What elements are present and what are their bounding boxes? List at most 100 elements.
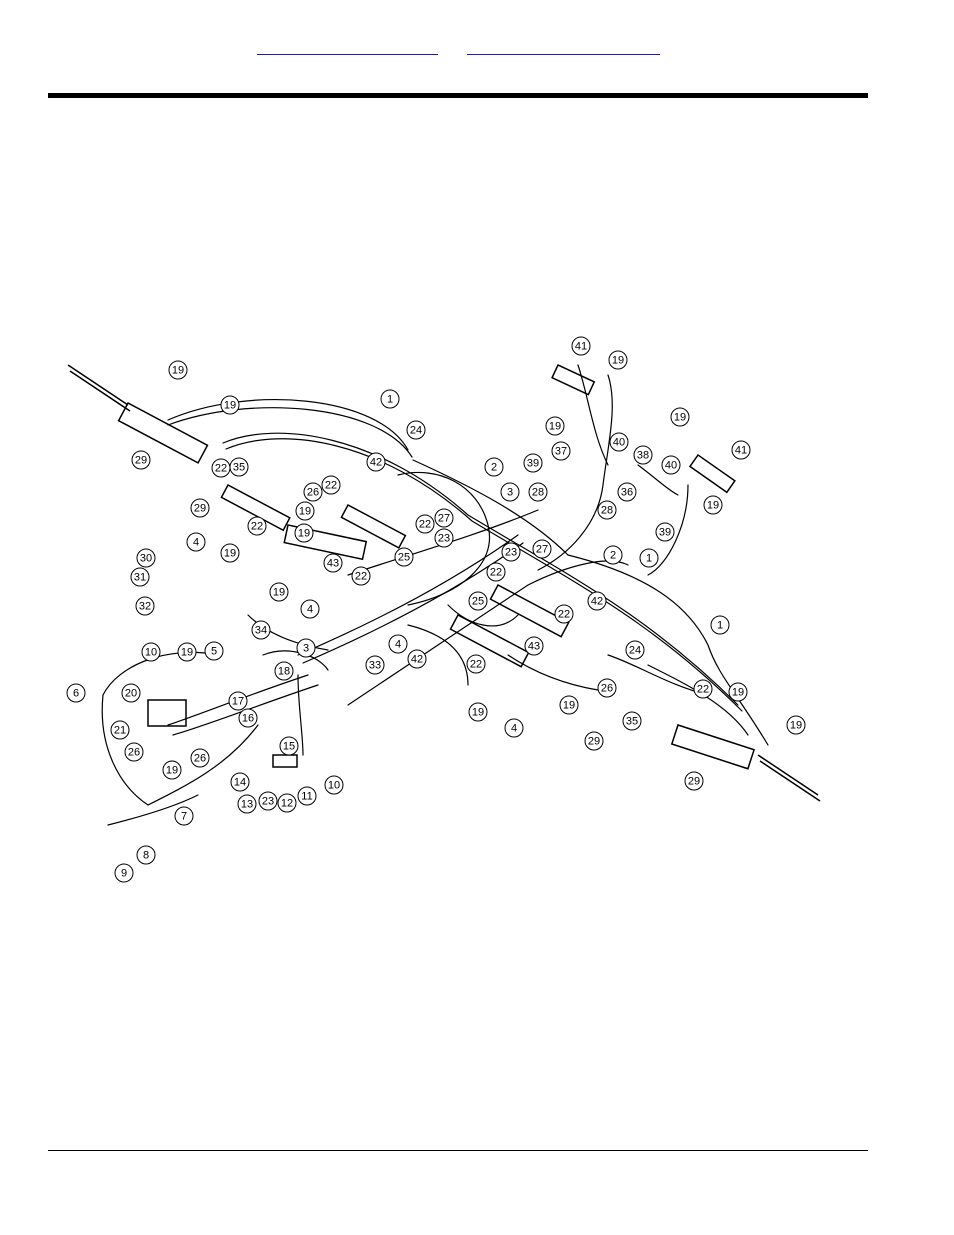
callout-23: 23: [258, 791, 278, 811]
callout-number: 35: [233, 462, 245, 474]
callout-number: 33: [369, 660, 381, 672]
callout-number: 11: [301, 791, 312, 803]
callout-29: 29: [190, 498, 210, 518]
callout-number: 35: [626, 716, 638, 728]
callout-22: 22: [247, 516, 267, 536]
callout-41: 41: [731, 440, 751, 460]
callout-number: 19: [181, 647, 193, 659]
callout-41: 41: [571, 336, 591, 356]
callout-number: 28: [532, 487, 544, 499]
callout-31: 31: [130, 567, 150, 587]
callout-number: 40: [613, 437, 625, 449]
callout-number: 22: [325, 480, 337, 492]
callout-27: 27: [434, 508, 454, 528]
callout-18: 18: [274, 661, 294, 681]
callout-6: 6: [66, 683, 86, 703]
callout-number: 19: [299, 506, 311, 518]
callout-15: 15: [279, 736, 299, 756]
callout-number: 19: [549, 421, 561, 433]
callout-39: 39: [655, 522, 675, 542]
callout-number: 30: [140, 553, 152, 565]
callout-9: 9: [114, 863, 134, 883]
callout-number: 39: [659, 527, 671, 539]
callout-22: 22: [466, 654, 486, 674]
callout-number: 19: [273, 587, 285, 599]
callout-labels: 1929192212442222635292241919194322252223…: [66, 336, 806, 883]
callout-22: 22: [415, 514, 435, 534]
callout-number: 22: [215, 463, 227, 475]
callout-number: 34: [255, 625, 267, 637]
callout-number: 31: [134, 572, 146, 584]
callout-number: 22: [490, 567, 502, 579]
callout-number: 19: [790, 720, 802, 732]
callout-number: 10: [328, 780, 340, 792]
callout-number: 19: [224, 400, 236, 412]
callout-number: 10: [145, 647, 157, 659]
callout-number: 24: [629, 645, 641, 657]
callout-11: 11: [297, 786, 317, 806]
callout-23: 23: [501, 542, 521, 562]
callout-37: 37: [551, 441, 571, 461]
callout-19: 19: [162, 760, 182, 780]
callout-number: 13: [241, 799, 253, 811]
callout-number: 19: [707, 500, 719, 512]
callout-number: 19: [612, 355, 624, 367]
callout-25: 25: [468, 591, 488, 611]
callout-19: 19: [545, 416, 565, 436]
callout-22: 22: [486, 562, 506, 582]
callout-number: 28: [601, 505, 613, 517]
callout-13: 13: [237, 794, 257, 814]
callout-number: 19: [166, 765, 178, 777]
callout-number: 22: [251, 521, 263, 533]
callout-7: 7: [174, 806, 194, 826]
callout-number: 1: [646, 553, 652, 565]
callout-19: 19: [559, 695, 579, 715]
callout-10: 10: [324, 775, 344, 795]
callout-number: 29: [588, 736, 600, 748]
callout-number: 12: [281, 798, 293, 810]
callout-2: 2: [484, 457, 504, 477]
callout-number: 6: [73, 688, 79, 700]
footer-rule: [48, 1150, 868, 1151]
callout-number: 4: [511, 723, 517, 735]
callout-38: 38: [633, 445, 653, 465]
callout-21: 21: [110, 720, 130, 740]
callout-26: 26: [124, 742, 144, 762]
callout-number: 26: [601, 683, 613, 695]
hydraulic-parts-diagram: 1929192212442222635292241919194322252223…: [66, 336, 821, 883]
callout-number: 5: [211, 646, 217, 658]
callout-34: 34: [251, 620, 271, 640]
callout-number: 17: [232, 696, 244, 708]
callout-number: 29: [688, 776, 700, 788]
callout-16: 16: [238, 708, 258, 728]
callout-22: 22: [693, 679, 713, 699]
callout-22: 22: [351, 566, 371, 586]
callout-19: 19: [220, 395, 240, 415]
callout-25: 25: [394, 547, 414, 567]
header-link-1[interactable]: [257, 36, 438, 55]
callout-number: 42: [370, 457, 382, 469]
callout-number: 19: [563, 700, 575, 712]
callout-number: 43: [327, 558, 339, 570]
callout-number: 19: [674, 412, 686, 424]
callout-number: 26: [194, 753, 206, 765]
callout-35: 35: [229, 457, 249, 477]
callout-number: 23: [262, 796, 274, 808]
callout-number: 42: [591, 596, 603, 608]
callout-26: 26: [190, 748, 210, 768]
callout-number: 43: [528, 641, 540, 653]
callout-39: 39: [523, 453, 543, 473]
callout-number: 25: [472, 596, 484, 608]
callout-19: 19: [220, 543, 240, 563]
callout-number: 23: [438, 533, 450, 545]
header-rule: [48, 93, 868, 98]
callout-number: 32: [139, 601, 151, 613]
callout-40: 40: [661, 455, 681, 475]
callout-14: 14: [230, 772, 250, 792]
callout-4: 4: [300, 599, 320, 619]
callout-number: 3: [507, 487, 513, 499]
callout-19: 19: [294, 523, 314, 543]
header-link-2[interactable]: [467, 36, 660, 55]
callout-28: 28: [597, 500, 617, 520]
callout-number: 8: [143, 850, 149, 862]
